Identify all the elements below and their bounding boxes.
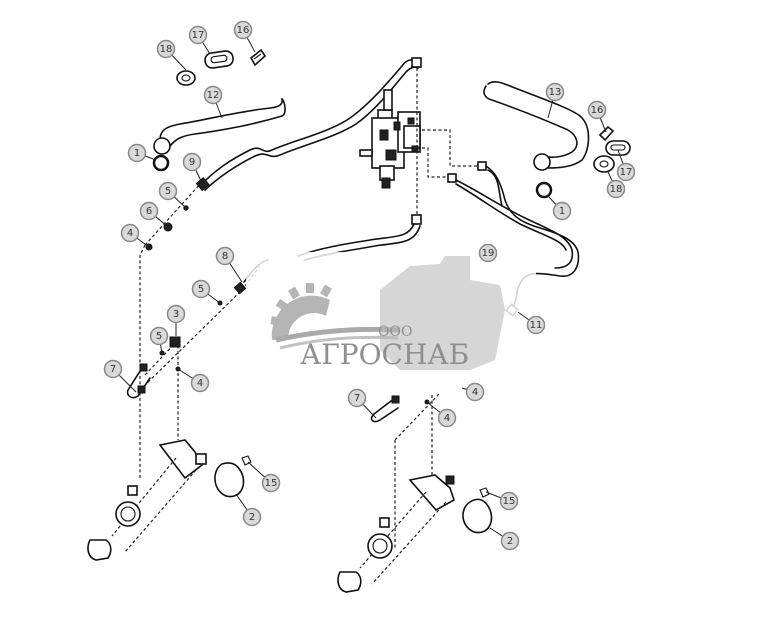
control-valve	[359, 89, 421, 189]
callout-label: 7	[110, 364, 116, 375]
callout-18: 18	[606, 171, 626, 199]
hose-12	[153, 98, 286, 155]
cylinder-right	[337, 474, 455, 593]
cylinder-left	[87, 439, 207, 561]
watermark-name: АГРОСНАБ	[300, 338, 469, 371]
callout-label: 8	[222, 251, 228, 262]
callout-7: 7	[103, 359, 137, 393]
callout-16: 16	[233, 20, 256, 53]
clamp-2-right	[462, 487, 493, 534]
callout-label: 12	[207, 90, 220, 101]
callout-1: 1	[547, 195, 572, 221]
callout-label: 19	[482, 248, 495, 259]
callout-11: 11	[517, 311, 546, 335]
callout-label: 16	[591, 105, 604, 116]
callout-18: 18	[156, 39, 187, 71]
callout-label: 4	[197, 378, 203, 389]
callout-label: 5	[156, 331, 162, 342]
callout-9: 9	[182, 152, 203, 184]
callout-2: 2	[489, 527, 520, 551]
callout-label: 4	[127, 228, 133, 239]
callout-label: 2	[507, 536, 513, 547]
clamp-1-left	[152, 154, 170, 172]
callout-label: 3	[173, 309, 179, 320]
callout-15: 15	[485, 491, 519, 511]
callout-label: 17	[192, 30, 205, 41]
callout-label: 1	[559, 206, 565, 217]
callout-17: 17	[616, 149, 636, 182]
watermark-logo: ООО АГРОСНАБ	[246, 252, 536, 384]
callout-3: 3	[166, 304, 186, 336]
callout-5: 5	[158, 181, 187, 209]
callout-label: 17	[620, 167, 633, 178]
callout-label: 5	[198, 284, 204, 295]
pipe-9	[195, 57, 422, 192]
callout-16: 16	[587, 100, 607, 133]
callout-13: 13	[545, 82, 565, 119]
callout-label: 13	[549, 87, 562, 98]
callout-15: 15	[247, 461, 281, 493]
callout-1: 1	[127, 143, 157, 163]
callout-17: 17	[188, 25, 211, 55]
callout-label: 18	[160, 44, 173, 55]
callout-6: 6	[139, 201, 169, 228]
callout-4: 4	[461, 382, 485, 402]
seal-set-right	[593, 125, 631, 173]
callout-19: 19	[478, 243, 498, 263]
callout-label: 4	[472, 387, 478, 398]
callout-label: 9	[189, 157, 195, 168]
callout-label: 1	[134, 148, 140, 159]
callout-label: 2	[249, 512, 255, 523]
watermark-prefix: ООО	[378, 324, 412, 340]
callout-label: 4	[444, 413, 450, 424]
callout-12: 12	[203, 85, 223, 119]
callout-label: 7	[354, 393, 360, 404]
hose-13	[483, 81, 590, 171]
callout-label: 5	[165, 186, 171, 197]
elbow-7-left	[126, 363, 151, 399]
callout-label: 16	[237, 25, 250, 36]
callout-4: 4	[177, 368, 210, 393]
callout-2: 2	[235, 493, 262, 527]
callout-5: 5	[191, 279, 221, 304]
callout-label: 15	[265, 478, 278, 489]
elbow-7-right	[370, 395, 400, 423]
callout-4: 4	[426, 401, 457, 428]
callout-label: 6	[146, 206, 152, 217]
clamp-1-right	[535, 181, 553, 199]
callout-5: 5	[149, 326, 169, 354]
callout-8: 8	[215, 246, 243, 283]
callout-7: 7	[347, 388, 377, 419]
callout-4: 4	[120, 223, 150, 248]
clamp-2-left	[214, 455, 252, 498]
callout-label: 11	[530, 320, 543, 331]
callout-label: 15	[503, 496, 516, 507]
callout-label: 18	[610, 184, 623, 195]
seal-set-left	[176, 48, 267, 86]
